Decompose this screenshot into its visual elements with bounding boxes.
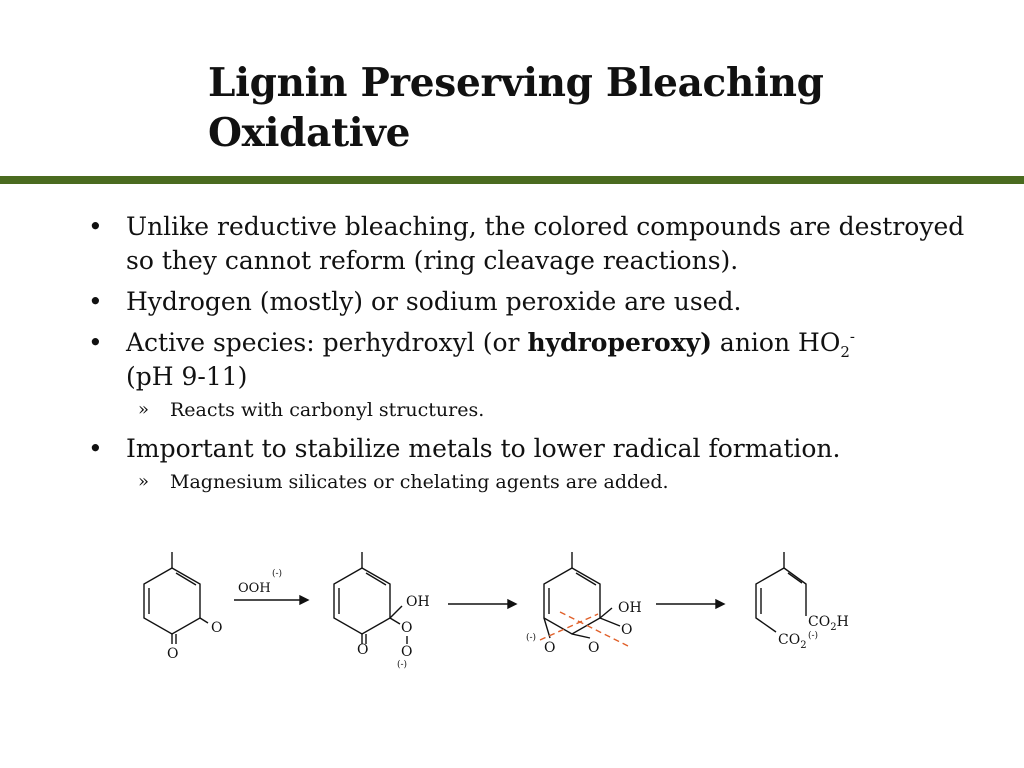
- title-line-2: Oxidative: [208, 110, 411, 156]
- bullet-text: Hydrogen (mostly) or sodium peroxide are…: [126, 287, 742, 316]
- structure-muconic-acid: [755, 552, 807, 633]
- label-o: O: [401, 620, 412, 636]
- reagent-label: OOH: [238, 581, 271, 596]
- sub-bullet-text: Magnesium silicates or chelating agents …: [170, 471, 669, 493]
- reaction-arrow-3: [656, 598, 726, 610]
- bullet-glyph: •: [88, 434, 103, 463]
- reaction-scheme: O O OOH (-) OH O O O (-) OH O O O (-) CO…: [143, 552, 849, 670]
- bullet-text: Important to stabilize metals to lower r…: [126, 434, 841, 463]
- title-divider: [0, 176, 1024, 184]
- structure-adduct: [333, 552, 408, 644]
- sub-bullet-item: » Magnesium silicates or chelating agent…: [88, 470, 988, 494]
- subscript: 2: [840, 343, 850, 361]
- reaction-arrow-2: [448, 598, 518, 610]
- sub-bullet-glyph: »: [138, 399, 150, 420]
- bullet-glyph: •: [88, 328, 103, 357]
- slide-title: Lignin Preserving Bleaching Oxidative: [208, 58, 968, 158]
- sub-bullet-item: » Reacts with carbonyl structures.: [88, 398, 988, 422]
- label-co2-co: CO: [778, 632, 800, 648]
- bullet-item: • Active species: perhydroxyl (or hydrop…: [88, 326, 988, 394]
- label-charge: (-): [397, 659, 407, 670]
- bullet-glyph: •: [88, 287, 103, 316]
- reaction-arrow-1: [234, 594, 310, 606]
- bullet-item: • Important to stabilize metals to lower…: [88, 432, 988, 466]
- label-co2h-sub: 2: [830, 622, 836, 633]
- bullet-text-bold: hydroperoxy): [527, 328, 712, 357]
- bullet-text-pre: Active species: perhydroxyl (or: [126, 328, 528, 357]
- title-line-1: Lignin Preserving Bleaching: [208, 60, 824, 106]
- label-co2h-h: H: [837, 614, 849, 630]
- bullet-glyph: •: [88, 212, 103, 241]
- sub-bullet-text: Reacts with carbonyl structures.: [170, 399, 485, 421]
- sub-bullet-glyph: »: [138, 471, 150, 492]
- label-o: O: [211, 620, 222, 636]
- label-o: O: [544, 640, 555, 656]
- label-o: O: [621, 622, 632, 638]
- label-co2-sub: 2: [800, 640, 806, 651]
- label-o: O: [588, 640, 599, 656]
- label-oh: OH: [618, 600, 642, 616]
- label-co2h-co: CO: [808, 614, 830, 630]
- bullet-text: Unlike reductive bleaching, the colored …: [126, 212, 965, 275]
- label-co2: CO2: [778, 632, 807, 651]
- label-o: O: [167, 646, 178, 662]
- bullet-text-mid: anion HO: [711, 328, 841, 357]
- label-o: O: [401, 644, 412, 660]
- label-charge: (-): [808, 630, 818, 641]
- bullet-item: • Hydrogen (mostly) or sodium peroxide a…: [88, 285, 988, 319]
- reagent-charge: (-): [272, 568, 282, 579]
- cleavage-marks: [539, 611, 629, 647]
- bullet-item: • Unlike reductive bleaching, the colore…: [88, 210, 988, 278]
- structure-quinone: [143, 552, 209, 644]
- label-oh: OH: [406, 594, 430, 610]
- label-charge: (-): [526, 632, 536, 643]
- structure-dioxetane: [543, 552, 621, 639]
- superscript: -: [849, 327, 855, 346]
- bullet-list: • Unlike reductive bleaching, the colore…: [88, 210, 988, 504]
- bullet-text-line2: (pH 9-11): [126, 362, 248, 391]
- label-o: O: [357, 642, 368, 658]
- label-co2h: CO2H: [808, 614, 849, 633]
